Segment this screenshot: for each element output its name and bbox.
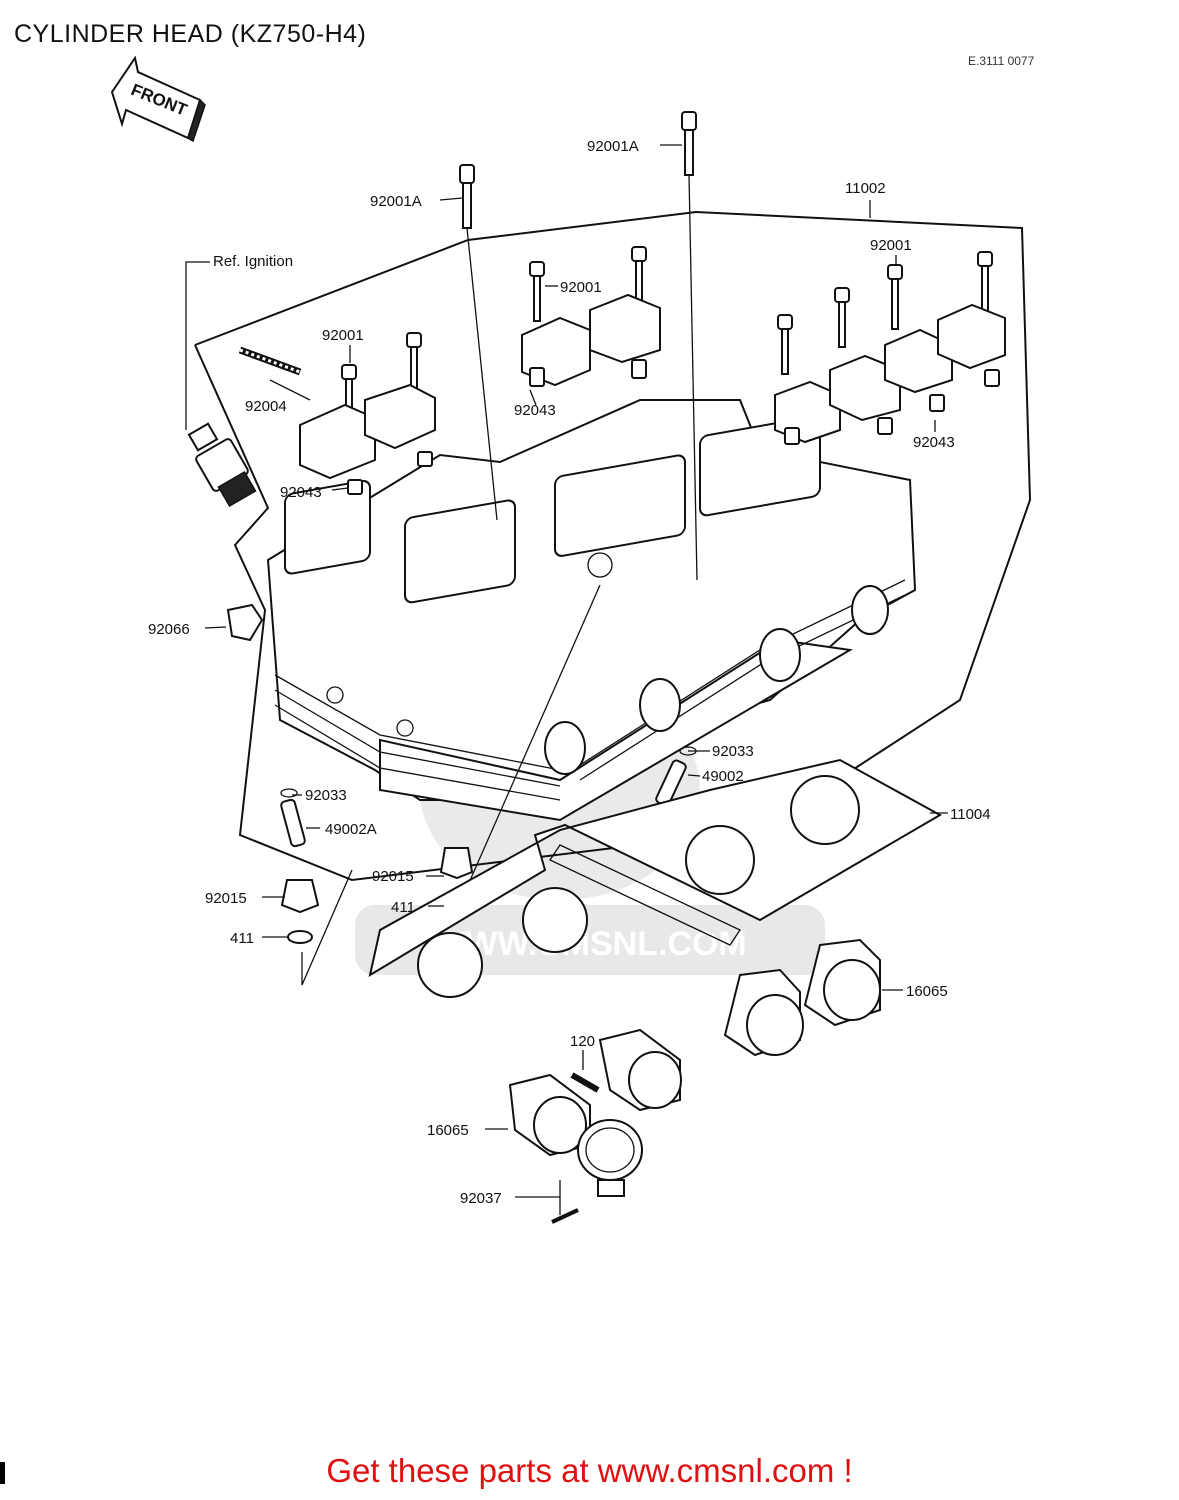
front-arrow: FRONT — [110, 55, 206, 143]
label-92001A-left: 92001A — [370, 193, 422, 210]
valve-guides — [280, 746, 697, 848]
part-92066 — [226, 603, 264, 642]
drawing-code: E.3111 0077 — [968, 54, 1035, 68]
label-92037: 92037 — [460, 1190, 502, 1207]
label-16065-left: 16065 — [427, 1122, 469, 1139]
hose-clamp — [551, 1072, 643, 1224]
label-92043-center: 92043 — [514, 402, 556, 419]
leader-lines — [204, 144, 948, 1215]
watermark-text: WWW.CMSNL.COM — [433, 925, 747, 963]
label-92043-right: 92043 — [913, 434, 955, 451]
bolt-92001A-left — [459, 164, 498, 521]
label-92001A-center: 92001A — [587, 138, 639, 155]
stud-92004 — [238, 346, 302, 376]
label-92043-left: 92043 — [280, 484, 322, 501]
label-92001-left: 92001 — [322, 327, 364, 344]
label-49002A: 49002A — [325, 821, 377, 838]
label-411-left: 411 — [230, 930, 254, 947]
part-labels: 92001A 92001A 11002 92001 92001 92001 92… — [148, 138, 991, 1207]
label-11002: 11002 — [845, 180, 886, 197]
page-edge-mark — [0, 1462, 5, 1484]
label-92015-center: 92015 — [372, 868, 414, 885]
label-120: 120 — [570, 1033, 595, 1050]
label-92015-left: 92015 — [205, 890, 247, 907]
label-92001-center: 92001 — [560, 279, 602, 296]
label-411-center: 411 — [391, 899, 415, 916]
label-49002: 49002 — [702, 768, 744, 785]
label-92033-left: 92033 — [305, 787, 347, 804]
bolt-92001A-center — [681, 111, 698, 581]
label-92033-right: 92033 — [712, 743, 754, 760]
label-92001-right: 92001 — [870, 237, 912, 254]
label-92004: 92004 — [245, 398, 287, 415]
carb-holders — [508, 938, 881, 1157]
footer-link[interactable]: Get these parts at www.cmsnl.com ! — [326, 1452, 853, 1489]
camshaft-caps — [299, 246, 1006, 495]
label-92066: 92066 — [148, 621, 190, 638]
reference-label: Ref. Ignition — [213, 253, 293, 270]
label-16065-right: 16065 — [906, 983, 948, 1000]
page-title: CYLINDER HEAD (KZ750-H4) — [14, 20, 367, 48]
label-11004: 11004 — [950, 806, 991, 823]
head-gasket — [368, 758, 943, 998]
spark-plug — [185, 261, 257, 508]
